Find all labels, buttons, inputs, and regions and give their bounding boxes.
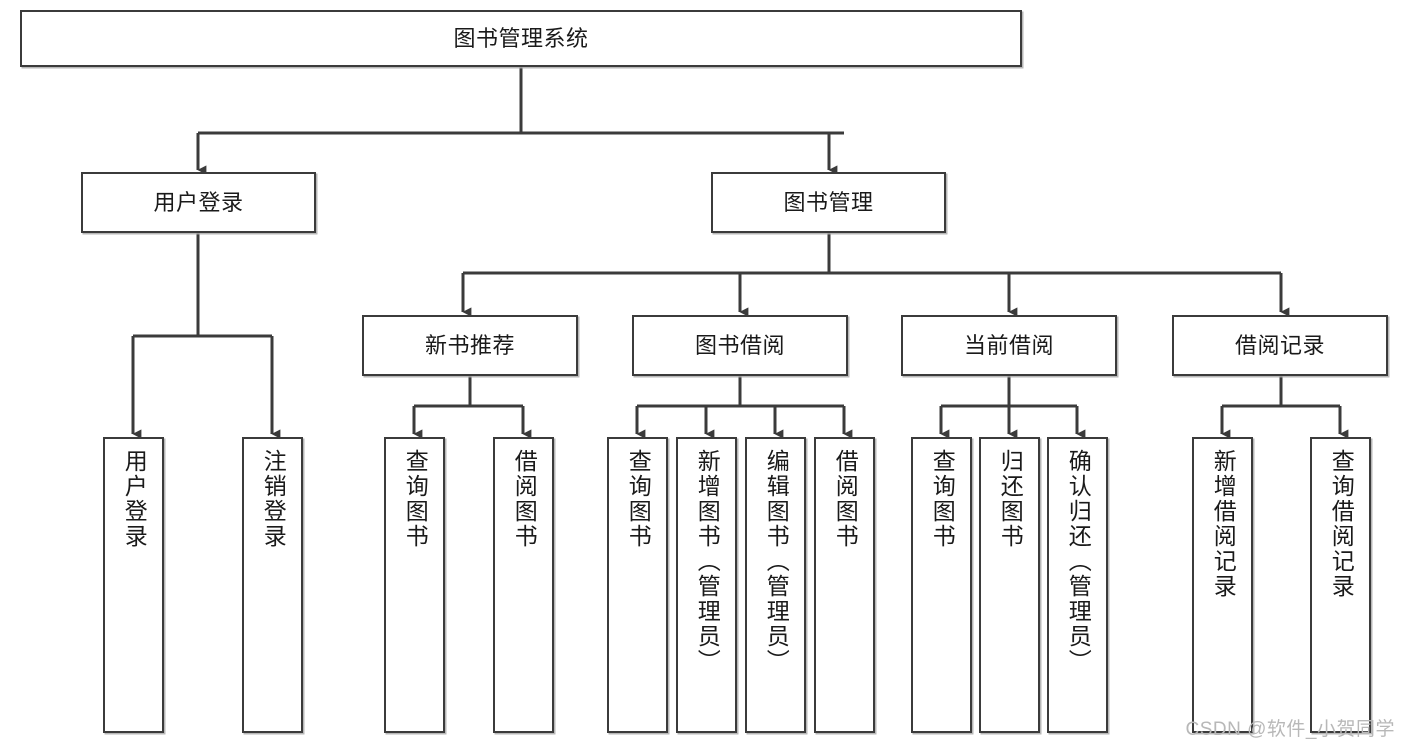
node-leaf-query-book-3-label: 查询图书 [929,449,956,549]
node-current-borrow[interactable]: 当前借阅 [901,315,1117,376]
node-leaf-borrow-book-2-label: 借阅图书 [832,449,859,549]
node-book-manage-label: 图书管理 [783,189,874,215]
node-user-login[interactable]: 用户登录 [81,172,316,233]
node-leaf-add-book-label: 新增图书（管理员） [694,449,721,674]
node-leaf-user-logout[interactable]: 注销登录 [242,437,303,733]
node-leaf-add-record-label: 新增借阅记录 [1210,449,1237,599]
node-leaf-user-login[interactable]: 用户登录 [103,437,164,733]
node-borrow-record[interactable]: 借阅记录 [1172,315,1388,376]
node-leaf-confirm-return[interactable]: 确认归还（管理员） [1047,437,1108,733]
node-new-book-recommend-label: 新书推荐 [424,332,515,358]
node-book-borrow-label: 图书借阅 [694,332,785,358]
node-leaf-user-logout-label: 注销登录 [260,449,287,549]
node-leaf-query-record-label: 查询借阅记录 [1328,449,1355,599]
node-borrow-record-label: 借阅记录 [1234,332,1325,358]
csdn-watermark: CSDN @软件_小贺同学 [1185,719,1395,740]
node-leaf-user-login-label: 用户登录 [121,449,148,549]
node-leaf-query-book-3[interactable]: 查询图书 [911,437,972,733]
node-leaf-borrow-book-1[interactable]: 借阅图书 [493,437,554,733]
node-leaf-query-book-1[interactable]: 查询图书 [384,437,445,733]
node-leaf-return-book-label: 归还图书 [997,449,1024,549]
node-leaf-add-record[interactable]: 新增借阅记录 [1192,437,1253,733]
node-leaf-query-book-2-label: 查询图书 [625,449,652,549]
node-leaf-borrow-book-2[interactable]: 借阅图书 [814,437,875,733]
node-leaf-add-book[interactable]: 新增图书（管理员） [676,437,737,733]
node-current-borrow-label: 当前借阅 [963,332,1054,358]
node-leaf-edit-book-label: 编辑图书（管理员） [763,449,790,674]
node-leaf-query-book-2[interactable]: 查询图书 [607,437,668,733]
node-book-borrow[interactable]: 图书借阅 [632,315,848,376]
node-leaf-confirm-return-label: 确认归还（管理员） [1065,449,1092,674]
node-leaf-return-book[interactable]: 归还图书 [979,437,1040,733]
node-leaf-query-record[interactable]: 查询借阅记录 [1310,437,1371,733]
node-new-book-recommend[interactable]: 新书推荐 [362,315,578,376]
node-root-label: 图书管理系统 [453,25,589,51]
node-book-manage[interactable]: 图书管理 [711,172,946,233]
node-leaf-borrow-book-1-label: 借阅图书 [511,449,538,549]
node-leaf-edit-book[interactable]: 编辑图书（管理员） [745,437,806,733]
node-leaf-query-book-1-label: 查询图书 [402,449,429,549]
node-root[interactable]: 图书管理系统 [20,10,1022,67]
node-user-login-label: 用户登录 [153,189,244,215]
